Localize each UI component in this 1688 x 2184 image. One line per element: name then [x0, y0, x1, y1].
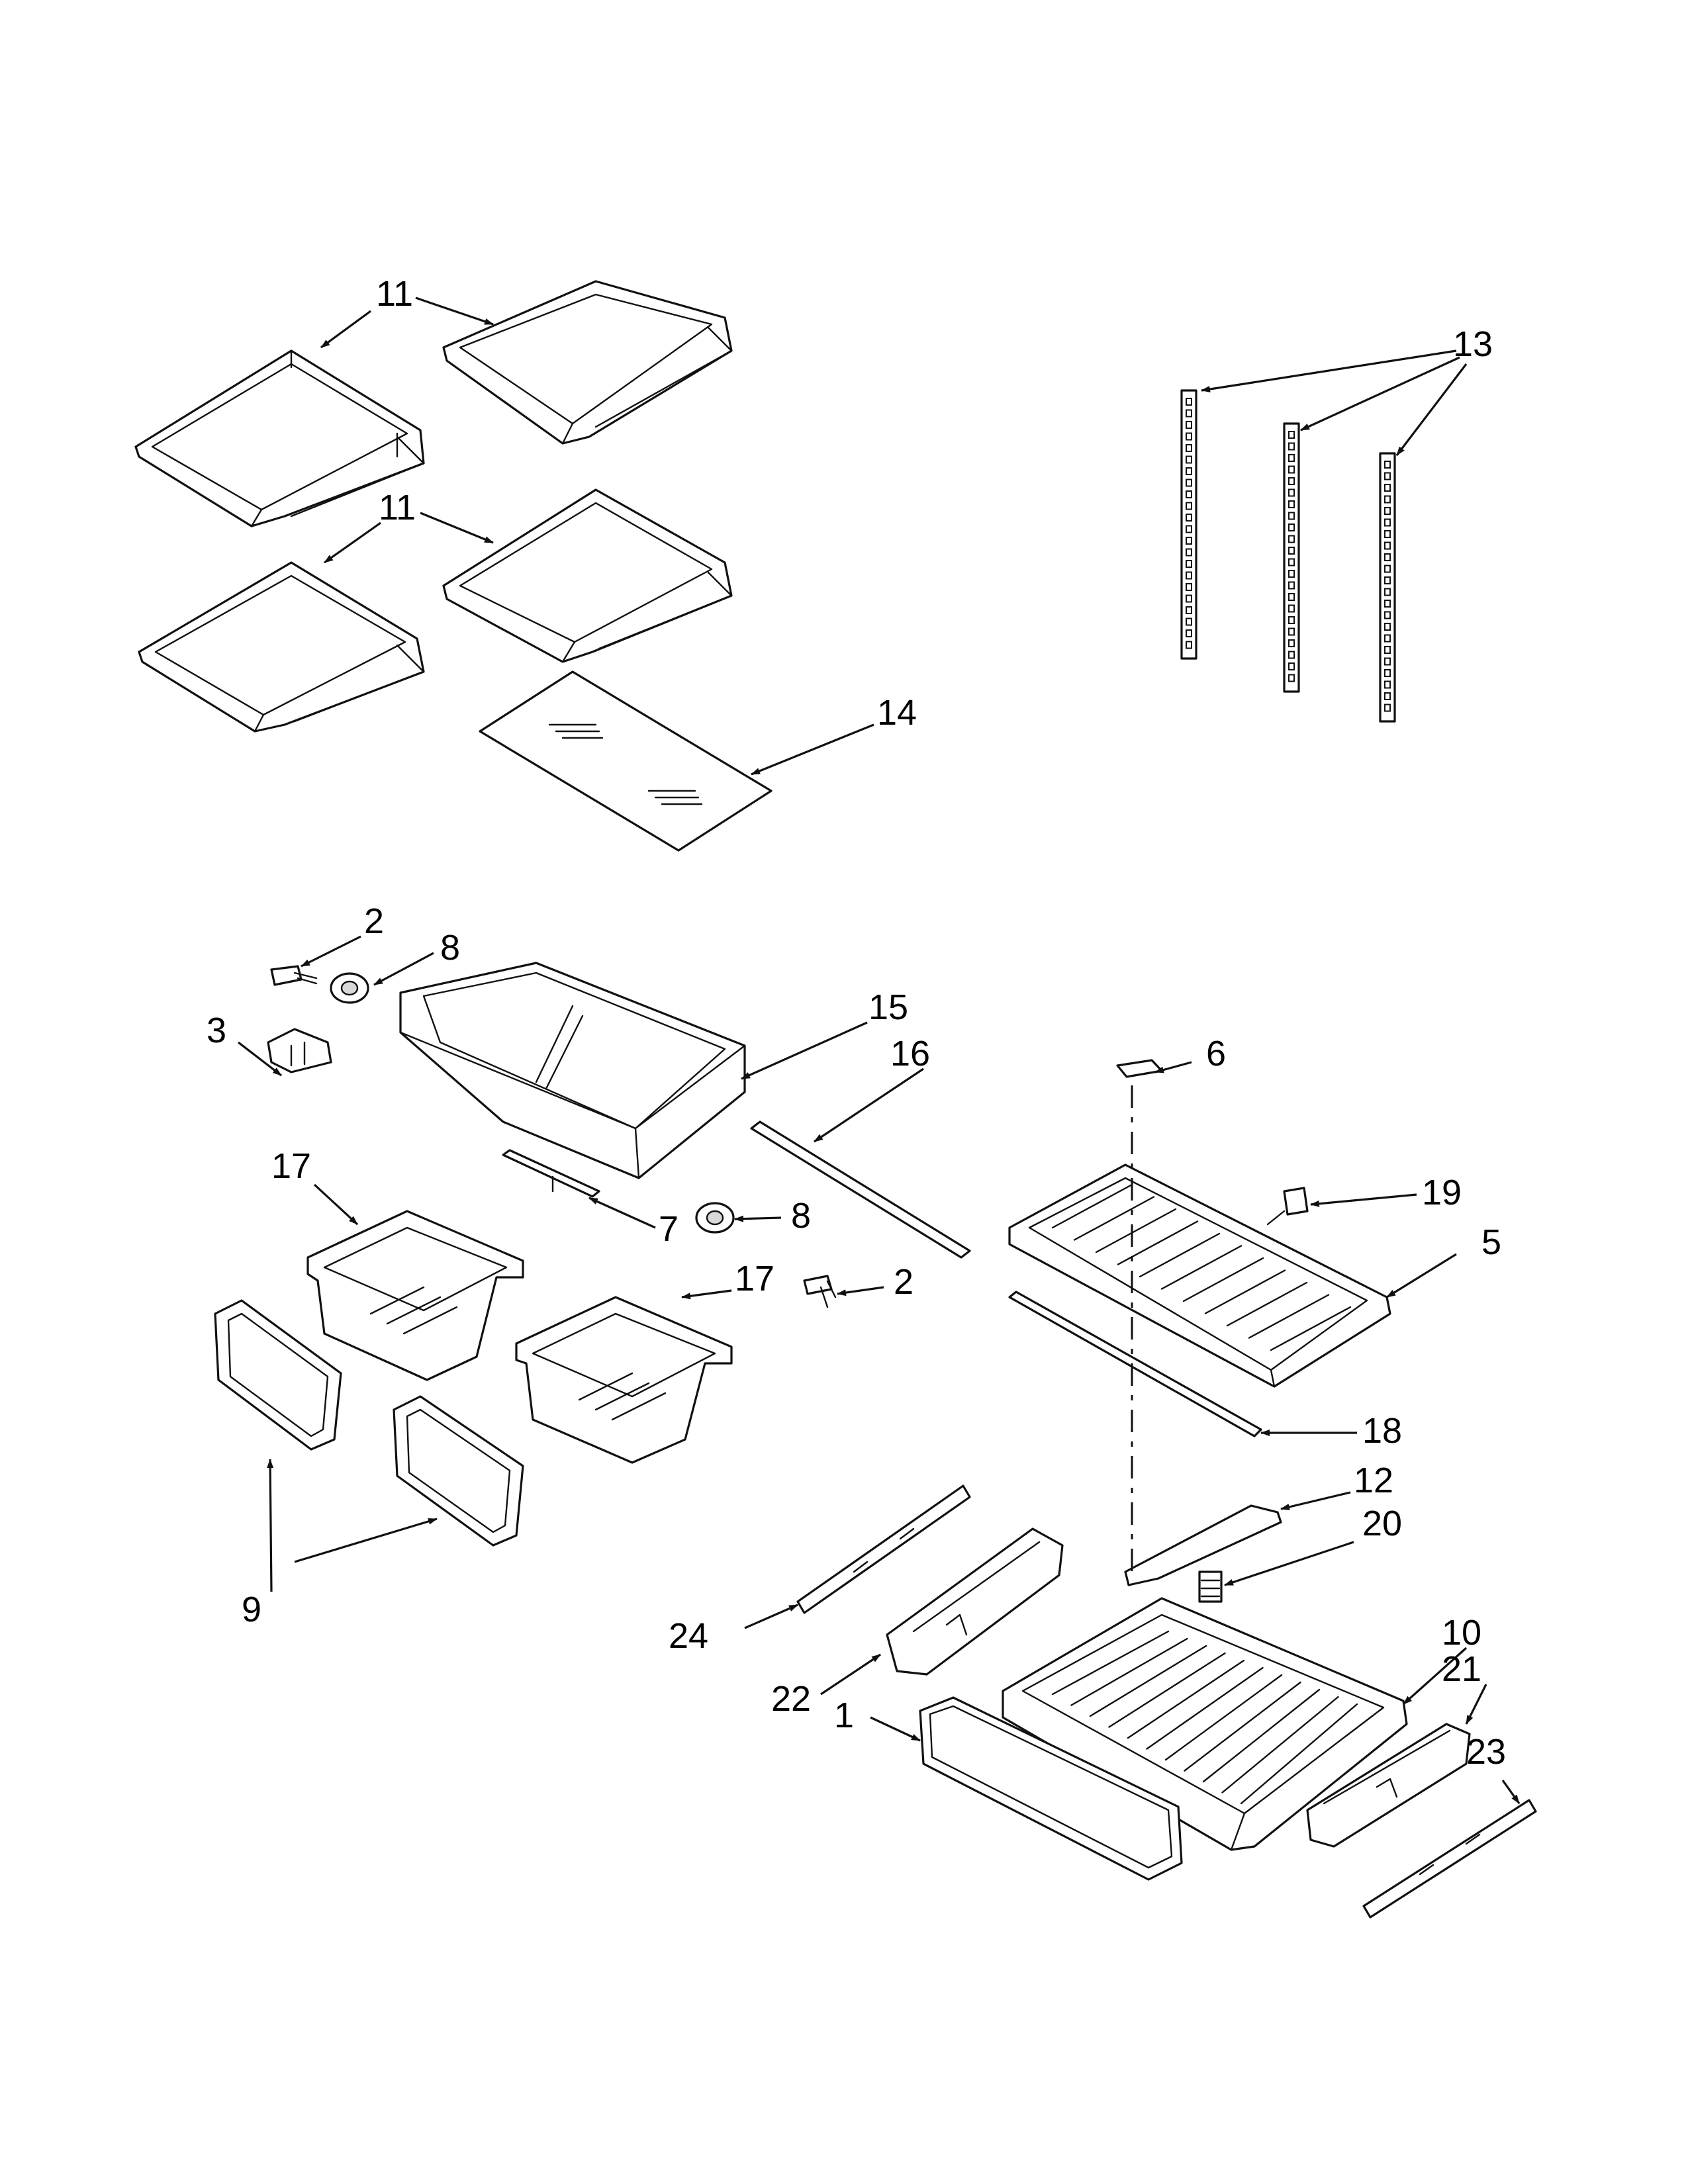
callout-8-upper: 8	[440, 928, 460, 968]
shelf-upper-right	[442, 280, 733, 445]
deli-drawer-front	[919, 1696, 1183, 1881]
callout-11-top: 11	[376, 274, 413, 314]
callout-6: 6	[1206, 1034, 1226, 1073]
center-bracket	[1124, 1504, 1282, 1586]
callout-17-right: 17	[735, 1259, 774, 1298]
cover-clip	[1116, 1059, 1163, 1078]
callout-3: 3	[207, 1011, 226, 1050]
callout-13: 13	[1453, 324, 1493, 364]
shelf-rail-middle	[1283, 422, 1300, 693]
callout-20: 20	[1362, 1504, 1402, 1543]
drawer-front-left	[214, 1299, 342, 1451]
drawer-ribs	[1051, 1630, 1358, 1805]
clip-bracket	[267, 1028, 332, 1073]
callout-18: 18	[1362, 1411, 1402, 1451]
callout-2-upper: 2	[364, 901, 384, 941]
crisper-cover-frame	[399, 962, 746, 1179]
wheel-lower	[695, 1202, 735, 1234]
crisper-drawer-right	[515, 1296, 733, 1464]
divider-strip	[502, 1149, 600, 1198]
switch-module	[1266, 1187, 1309, 1226]
callout-2-lower: 2	[894, 1262, 914, 1302]
drawer-front-right	[393, 1395, 524, 1547]
callout-5: 5	[1481, 1222, 1501, 1262]
callout-16: 16	[890, 1034, 930, 1073]
slide-rail-left	[796, 1484, 971, 1614]
crisper-drawer-left	[306, 1210, 524, 1381]
deli-drawer-cover	[1008, 1163, 1391, 1388]
slide-rail-right	[1362, 1799, 1537, 1919]
callout-12: 12	[1354, 1461, 1393, 1500]
glass-shelf-panel	[479, 670, 773, 852]
leader-lines	[238, 296, 1521, 1804]
callout-19: 19	[1422, 1173, 1462, 1212]
callout-15: 15	[868, 987, 908, 1027]
shelf-lower-right	[442, 488, 733, 663]
shelf-rail-right	[1379, 452, 1396, 723]
callout-17-left: 17	[271, 1146, 311, 1186]
rail-slots	[1186, 398, 1391, 712]
callout-24: 24	[669, 1616, 708, 1656]
shelf-upper-left	[134, 349, 425, 527]
screw-lower	[803, 1275, 837, 1308]
callout-8-lower: 8	[791, 1196, 811, 1236]
mullion-fastener	[1198, 1570, 1223, 1603]
callout-21: 21	[1442, 1649, 1481, 1689]
callout-11-bottom: 11	[379, 488, 416, 527]
shelf-lower-left	[138, 561, 425, 733]
wheel-upper	[330, 972, 369, 1004]
glass-edge-rod	[750, 1120, 971, 1259]
callout-22: 22	[771, 1679, 811, 1719]
callout-10: 10	[1442, 1613, 1481, 1653]
drawer-support-right	[1306, 1723, 1471, 1848]
callout-7: 7	[659, 1209, 679, 1249]
callout-14: 14	[877, 693, 917, 733]
callout-9: 9	[242, 1590, 261, 1629]
callout-23: 23	[1466, 1732, 1506, 1772]
shelf-rail-left	[1180, 389, 1197, 660]
screw-upper	[270, 965, 318, 986]
callout-1: 1	[834, 1696, 854, 1735]
callout-labels: 11 11 13 14 2 8 3 15 16 6 17 19 7 8 5 17…	[207, 274, 1506, 1772]
drawer-support-left	[886, 1527, 1064, 1676]
